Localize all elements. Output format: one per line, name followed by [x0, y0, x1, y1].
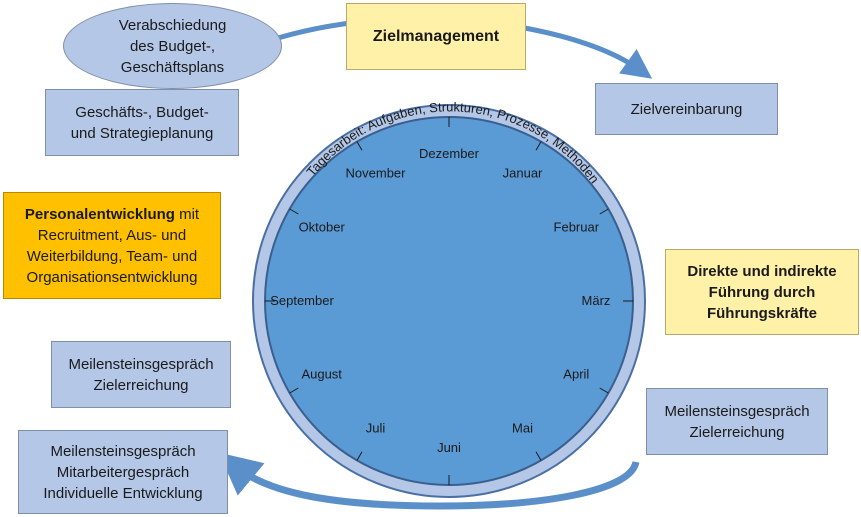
strategieplanung-line-2: und Strategieplanung: [70, 124, 214, 142]
personalentwicklung-line-2: Recruitment, Aus- und: [37, 226, 187, 244]
month-label-april: April: [563, 367, 589, 382]
meilenstein-right-line-2: Zielerreichung: [689, 423, 785, 441]
personalentwicklung-line-3: Weiterbildung, Team- und: [26, 247, 198, 265]
verabschiedung-line-3: Geschäftsplans: [120, 58, 225, 76]
month-tick: [356, 451, 363, 461]
meilenstein-left-line-1: Meilensteinsgespräch: [68, 355, 214, 373]
month-label-oktober: Oktober: [299, 220, 346, 235]
meilenstein-bottom-line-1: Meilensteinsgespräch: [50, 442, 196, 460]
zielvereinbarung-label: Zielvereinbarung: [630, 100, 743, 118]
month-label-januar: Januar: [503, 166, 543, 181]
fuehrung-line-1: Direkte und indirekte: [687, 262, 837, 280]
personalentwicklung-line-1: Personalentwicklung mit: [25, 204, 199, 225]
zielmanagement-box: Zielmanagement: [346, 3, 526, 70]
fuehrung-line-3: Führungskräfte: [706, 304, 817, 322]
meilenstein-right-box: Meilensteinsgespräch Zielerreichung: [646, 388, 828, 455]
personalentwicklung-title-suffix: mit: [174, 205, 200, 223]
month-tick: [599, 208, 609, 215]
month-tick: [289, 208, 299, 215]
zielmanagement-label: Zielmanagement: [372, 28, 500, 45]
month-label-august: August: [301, 367, 342, 382]
meilenstein-right-line-1: Meilensteinsgespräch: [664, 402, 810, 420]
month-label-dezember: Dezember: [419, 146, 480, 161]
meilenstein-bottom-line-3: Individuelle Entwicklung: [43, 484, 203, 502]
meilenstein-left-line-2: Zielerreichung: [93, 376, 189, 394]
meilenstein-bottom-box: Meilensteinsgespräch Mitarbeitergespräch…: [18, 430, 228, 514]
month-label-märz: März: [582, 293, 611, 308]
month-label-februar: Februar: [554, 220, 600, 235]
month-tick: [356, 141, 363, 151]
fuehrung-line-2: Führung durch: [708, 283, 816, 301]
zielvereinbarung-box: Zielvereinbarung: [595, 83, 778, 135]
strategieplanung-box: Geschäfts-, Budget- und Strategieplanung: [45, 89, 239, 156]
personalentwicklung-title: Personalentwicklung: [24, 205, 175, 223]
month-label-juni: Juni: [437, 440, 461, 455]
verabschiedung-line-2: des Budget-,: [129, 37, 216, 55]
month-label-november: November: [346, 166, 407, 181]
month-label-mai: Mai: [512, 420, 533, 435]
strategieplanung-line-1: Geschäfts-, Budget-: [75, 103, 209, 121]
month-label-juli: Juli: [366, 420, 386, 435]
fuehrung-box: Direkte und indirekte Führung durch Führ…: [665, 249, 859, 335]
personalentwicklung-box: Personalentwicklung mit Recruitment, Aus…: [3, 192, 221, 299]
month-tick: [535, 451, 542, 461]
bottom-cycle-arrow: [218, 452, 640, 510]
verabschiedung-line-1: Verabschiedung: [118, 16, 227, 34]
meilenstein-bottom-line-2: Mitarbeitergespräch: [56, 463, 190, 481]
verabschiedung-ellipse: Verabschiedung des Budget-, Geschäftspla…: [63, 3, 282, 89]
month-tick: [289, 387, 299, 394]
month-label-september: September: [270, 293, 334, 308]
meilenstein-left-box: Meilensteinsgespräch Zielerreichung: [51, 341, 231, 408]
month-tick: [599, 387, 609, 394]
personalentwicklung-line-4: Organisationsentwicklung: [26, 268, 198, 286]
month-tick: [535, 141, 542, 151]
